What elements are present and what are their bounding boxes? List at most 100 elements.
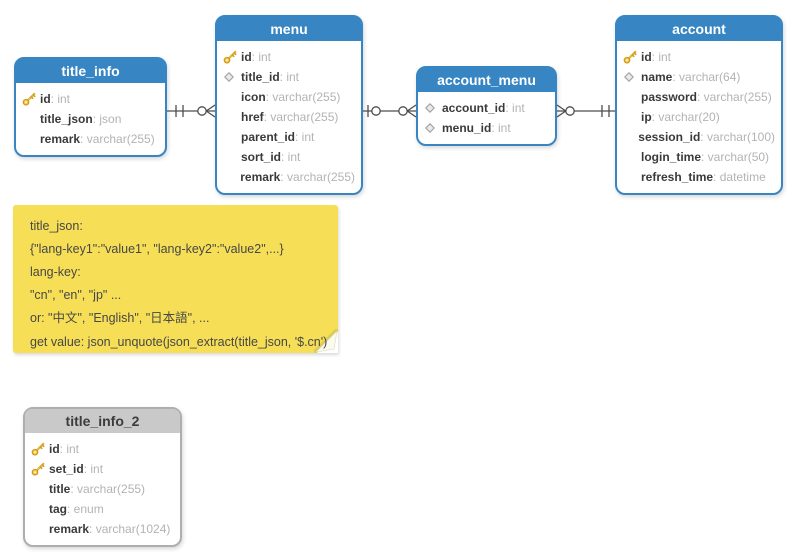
field-type: : varchar(1024) xyxy=(89,522,171,536)
field-row[interactable]: login_time: varchar(50) xyxy=(623,147,775,167)
field-row[interactable]: remark: varchar(255) xyxy=(22,129,159,149)
field-row[interactable]: sort_id: int xyxy=(223,147,355,167)
field-row[interactable]: account_id: int xyxy=(424,98,549,118)
note-line: "cn", "en", "jp" ... xyxy=(30,288,122,302)
field-name: remark xyxy=(40,132,81,146)
field-row[interactable]: title: varchar(255) xyxy=(31,479,174,499)
field-type: : datetime xyxy=(713,170,766,184)
field-name: parent_id xyxy=(241,130,296,144)
field-name: id xyxy=(49,442,60,456)
field-row[interactable]: id: int xyxy=(31,439,174,459)
field-row[interactable]: remark: varchar(1024) xyxy=(31,519,174,539)
field-name: title xyxy=(49,482,71,496)
field-row[interactable]: remark: varchar(255) xyxy=(223,167,355,187)
table-title[interactable]: title_info_2 xyxy=(25,409,180,435)
table-title[interactable]: title_info xyxy=(16,59,165,85)
field-row[interactable]: href: varchar(255) xyxy=(223,107,355,127)
note-line: title_json: xyxy=(30,219,83,233)
field-type: : enum xyxy=(67,502,104,516)
table-title[interactable]: menu xyxy=(217,17,361,43)
table-title[interactable]: account xyxy=(617,17,781,43)
field-row[interactable]: title_id: int xyxy=(223,67,355,87)
field-name: title_id xyxy=(241,70,280,84)
field-row[interactable]: title_json: json xyxy=(22,109,159,129)
crow-foot-connector-icon xyxy=(557,104,615,118)
field-row[interactable]: menu_id: int xyxy=(424,118,549,138)
key-icon xyxy=(223,50,241,64)
crow-foot-connector-icon xyxy=(167,104,215,118)
field-name: account_id xyxy=(442,101,506,115)
sticky-note[interactable]: title_json: {"lang-key1":"value1", "lang… xyxy=(13,205,338,353)
field-type: : varchar(64) xyxy=(672,70,741,84)
field-name: title_json xyxy=(40,112,93,126)
field-type: : varchar(255) xyxy=(697,90,772,104)
field-name: remark xyxy=(240,170,281,184)
key-icon xyxy=(623,50,641,64)
field-type: : int xyxy=(50,92,71,106)
field-name: refresh_time xyxy=(641,170,714,184)
field-type: : int xyxy=(505,101,525,115)
field-row[interactable]: icon: varchar(255) xyxy=(223,87,355,107)
field-type: : varchar(50) xyxy=(701,150,770,164)
relationship-account-menu-account[interactable] xyxy=(557,99,615,123)
field-type: : int xyxy=(59,442,80,456)
field-name: session_id xyxy=(638,130,701,144)
field-name: tag xyxy=(49,502,67,516)
field-row[interactable]: ip: varchar(20) xyxy=(623,107,775,127)
field-type: : varchar(255) xyxy=(263,110,339,124)
field-row[interactable]: password: varchar(255) xyxy=(623,87,775,107)
field-name: id xyxy=(641,50,652,64)
field-name: remark xyxy=(49,522,90,536)
table-title[interactable]: account_menu xyxy=(418,68,555,94)
field-name: id xyxy=(40,92,51,106)
field-name: password xyxy=(641,90,698,104)
field-name: ip xyxy=(641,110,652,124)
crow-foot-connector-icon xyxy=(363,104,416,118)
field-type: : int xyxy=(281,150,301,164)
field-name: login_time xyxy=(641,150,702,164)
note-line: lang-key: xyxy=(30,265,81,279)
field-name: sort_id xyxy=(241,150,282,164)
field-type: : varchar(100) xyxy=(700,130,775,144)
note-line: or: "中文", "English", "日本語", ... xyxy=(30,311,210,325)
field-type: : int xyxy=(651,50,672,64)
note-line: get value: json_unquote(json_extract(tit… xyxy=(30,335,328,349)
diamond-icon xyxy=(623,71,641,83)
field-type: : int xyxy=(491,121,511,135)
field-row[interactable]: refresh_time: datetime xyxy=(623,167,775,187)
field-type: : int xyxy=(83,462,104,476)
field-row[interactable]: id: int xyxy=(223,47,355,67)
field-row[interactable]: set_id: int xyxy=(31,459,174,479)
field-row[interactable]: session_id: varchar(100) xyxy=(623,127,775,147)
key-icon xyxy=(31,442,49,456)
field-row[interactable]: parent_id: int xyxy=(223,127,355,147)
diamond-icon xyxy=(424,102,442,114)
field-row[interactable]: tag: enum xyxy=(31,499,174,519)
diamond-icon xyxy=(424,122,442,134)
field-row[interactable]: name: varchar(64) xyxy=(623,67,775,87)
field-name: id xyxy=(241,50,252,64)
relationship-title-info-menu[interactable] xyxy=(167,99,215,123)
note-line: {"lang-key1":"value1", "lang-key2":"valu… xyxy=(30,242,284,256)
field-type: : varchar(255) xyxy=(265,90,341,104)
field-name: icon xyxy=(241,90,266,104)
field-type: : varchar(255) xyxy=(280,170,355,184)
field-row[interactable]: id: int xyxy=(22,89,159,109)
field-name: menu_id xyxy=(442,121,492,135)
relationship-menu-account-menu[interactable] xyxy=(363,99,416,123)
field-row[interactable]: id: int xyxy=(623,47,775,67)
field-type: : varchar(255) xyxy=(80,132,155,146)
key-icon xyxy=(31,462,49,476)
field-name: href xyxy=(241,110,264,124)
field-type: : int xyxy=(279,70,300,84)
field-name: name xyxy=(641,70,673,84)
